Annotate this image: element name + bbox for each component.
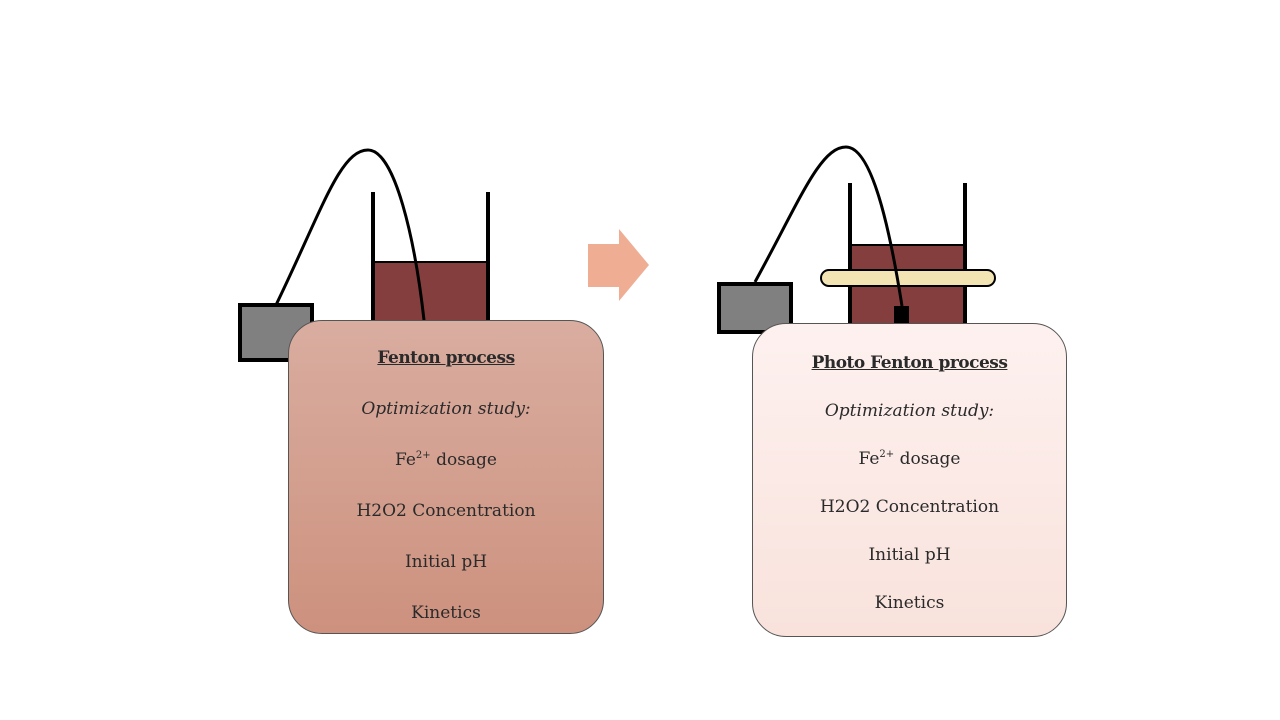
- beaker-icon: [848, 183, 967, 326]
- photo-fenton-item-ph: Initial pH: [868, 545, 951, 565]
- photo-fenton-process-card: Photo Fenton process Optimization study:…: [752, 323, 1067, 637]
- fenton-item-fe-dosage: Fe2+ dosage: [395, 449, 497, 471]
- right-arrow-icon: [588, 229, 649, 301]
- electrode-wire-icon: [753, 145, 904, 307]
- photo-fenton-setup: [717, 145, 996, 334]
- dosage-label: dosage: [430, 450, 497, 470]
- fenton-setup: [238, 148, 490, 362]
- photo-fenton-item-h2o2: H2O2 Concentration: [819, 497, 1000, 517]
- fenton-process-card: Fenton process Optimization study: Fe2+ …: [288, 320, 604, 634]
- fe-symbol: Fe: [394, 450, 416, 470]
- fenton-item-ph: Initial pH: [404, 552, 488, 572]
- fenton-item-kinetics: Kinetics: [411, 603, 481, 623]
- photo-fenton-item-fe-dosage: Fe2+ dosage: [858, 448, 960, 470]
- fe-symbol: Fe: [858, 449, 880, 469]
- photo-fenton-title: Photo Fenton process: [811, 353, 1008, 373]
- fenton-subtitle: Optimization study:: [361, 399, 531, 419]
- photo-fenton-subtitle: Optimization study:: [824, 401, 995, 421]
- fenton-item-h2o2: H2O2 Concentration: [356, 501, 536, 521]
- electrode-icon: [894, 306, 909, 324]
- photo-fenton-item-kinetics: Kinetics: [874, 593, 945, 613]
- beaker-icon: [371, 192, 490, 323]
- fe-charge: 2+: [415, 450, 431, 461]
- electrode-wire-icon: [274, 148, 426, 321]
- uv-lamp-icon: [820, 269, 996, 287]
- fenton-title: Fenton process: [377, 348, 515, 368]
- dosage-label: dosage: [894, 449, 961, 469]
- fe-charge: 2+: [879, 449, 895, 460]
- liquid: [372, 261, 489, 323]
